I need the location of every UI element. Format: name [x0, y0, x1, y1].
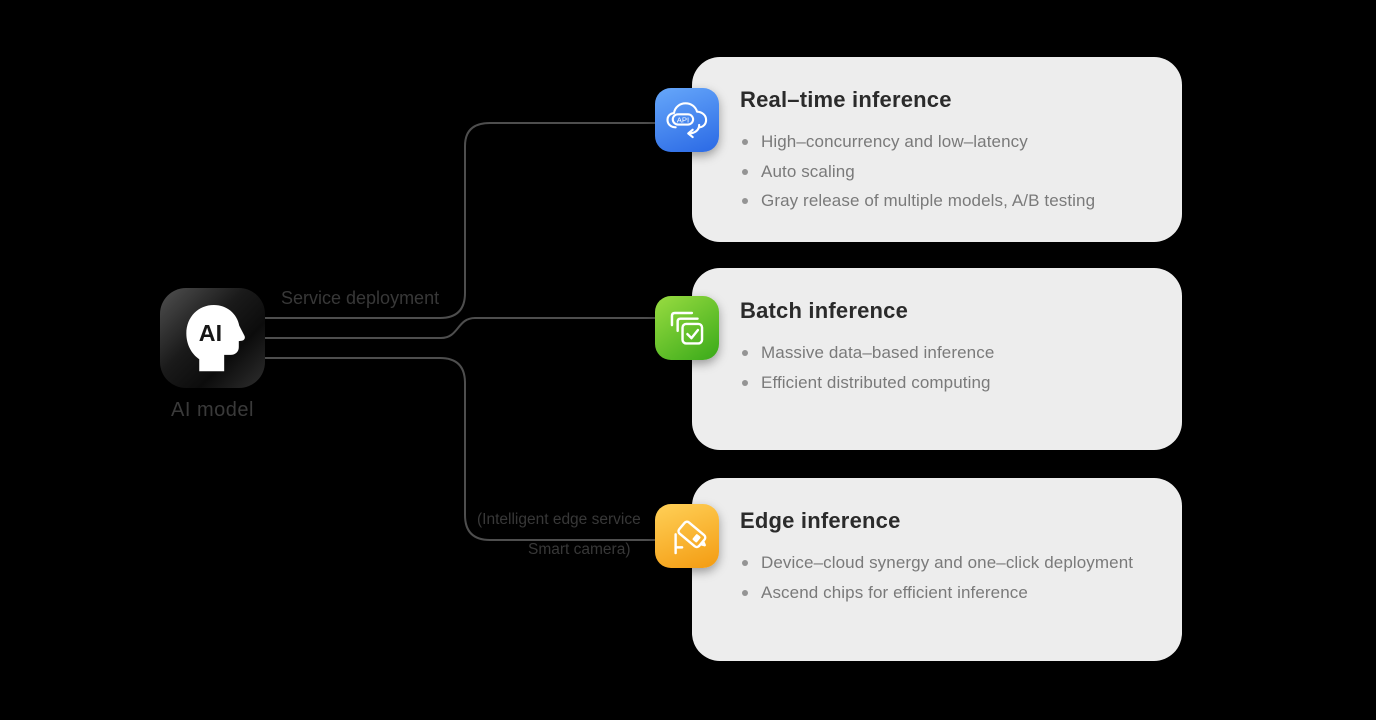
card-title-edge: Edge inference	[740, 508, 901, 533]
card-content: Edge inference Device–cloud synergy and …	[692, 478, 1182, 607]
edge-service-note-line2: Smart camera)	[528, 541, 631, 558]
service-deployment-label: Service deployment	[281, 288, 440, 308]
bullet-item: Auto scaling	[740, 157, 1156, 187]
cloud-api-icon: API	[655, 88, 719, 152]
card-content: Batch inference Massive data–based infer…	[692, 268, 1182, 397]
card-title-real-time: Real–time inference	[740, 87, 952, 112]
bullet-item: Efficient distributed computing	[740, 368, 1156, 398]
card-edge-inference: Edge inference Device–cloud synergy and …	[692, 478, 1182, 661]
bullet-item: Massive data–based inference	[740, 338, 1156, 368]
connector-to-realtime	[264, 122, 658, 319]
ai-head-icon: AI	[170, 293, 256, 384]
connector-to-batch	[264, 317, 658, 339]
ai-model-label: AI model	[171, 399, 254, 421]
svg-text:AI: AI	[198, 320, 221, 346]
card-title-batch: Batch inference	[740, 298, 909, 323]
bullet-item: Device–cloud synergy and one–click deplo…	[740, 548, 1156, 578]
batch-tasks-check-icon	[655, 296, 719, 360]
bullet-item: High–concurrency and low–latency	[740, 127, 1156, 157]
connector-to-edge	[264, 357, 658, 541]
card-batch-inference: Batch inference Massive data–based infer…	[692, 268, 1182, 450]
svg-text:API: API	[677, 115, 689, 124]
smart-camera-icon	[655, 504, 719, 568]
bullet-item: Gray release of multiple models, A/B tes…	[740, 186, 1156, 216]
card-real-time-inference: Real–time inference High–concurrency and…	[692, 57, 1182, 242]
card-content: Real–time inference High–concurrency and…	[692, 57, 1182, 216]
edge-service-note-line1: (Intelligent edge service	[477, 511, 641, 528]
bullet-list: Massive data–based inference Efficient d…	[740, 338, 1156, 397]
ai-model-node: AI	[160, 288, 265, 388]
bullet-item: Ascend chips for efficient inference	[740, 578, 1156, 608]
bullet-list: High–concurrency and low–latency Auto sc…	[740, 127, 1156, 216]
bullet-list: Device–cloud synergy and one–click deplo…	[740, 548, 1156, 607]
